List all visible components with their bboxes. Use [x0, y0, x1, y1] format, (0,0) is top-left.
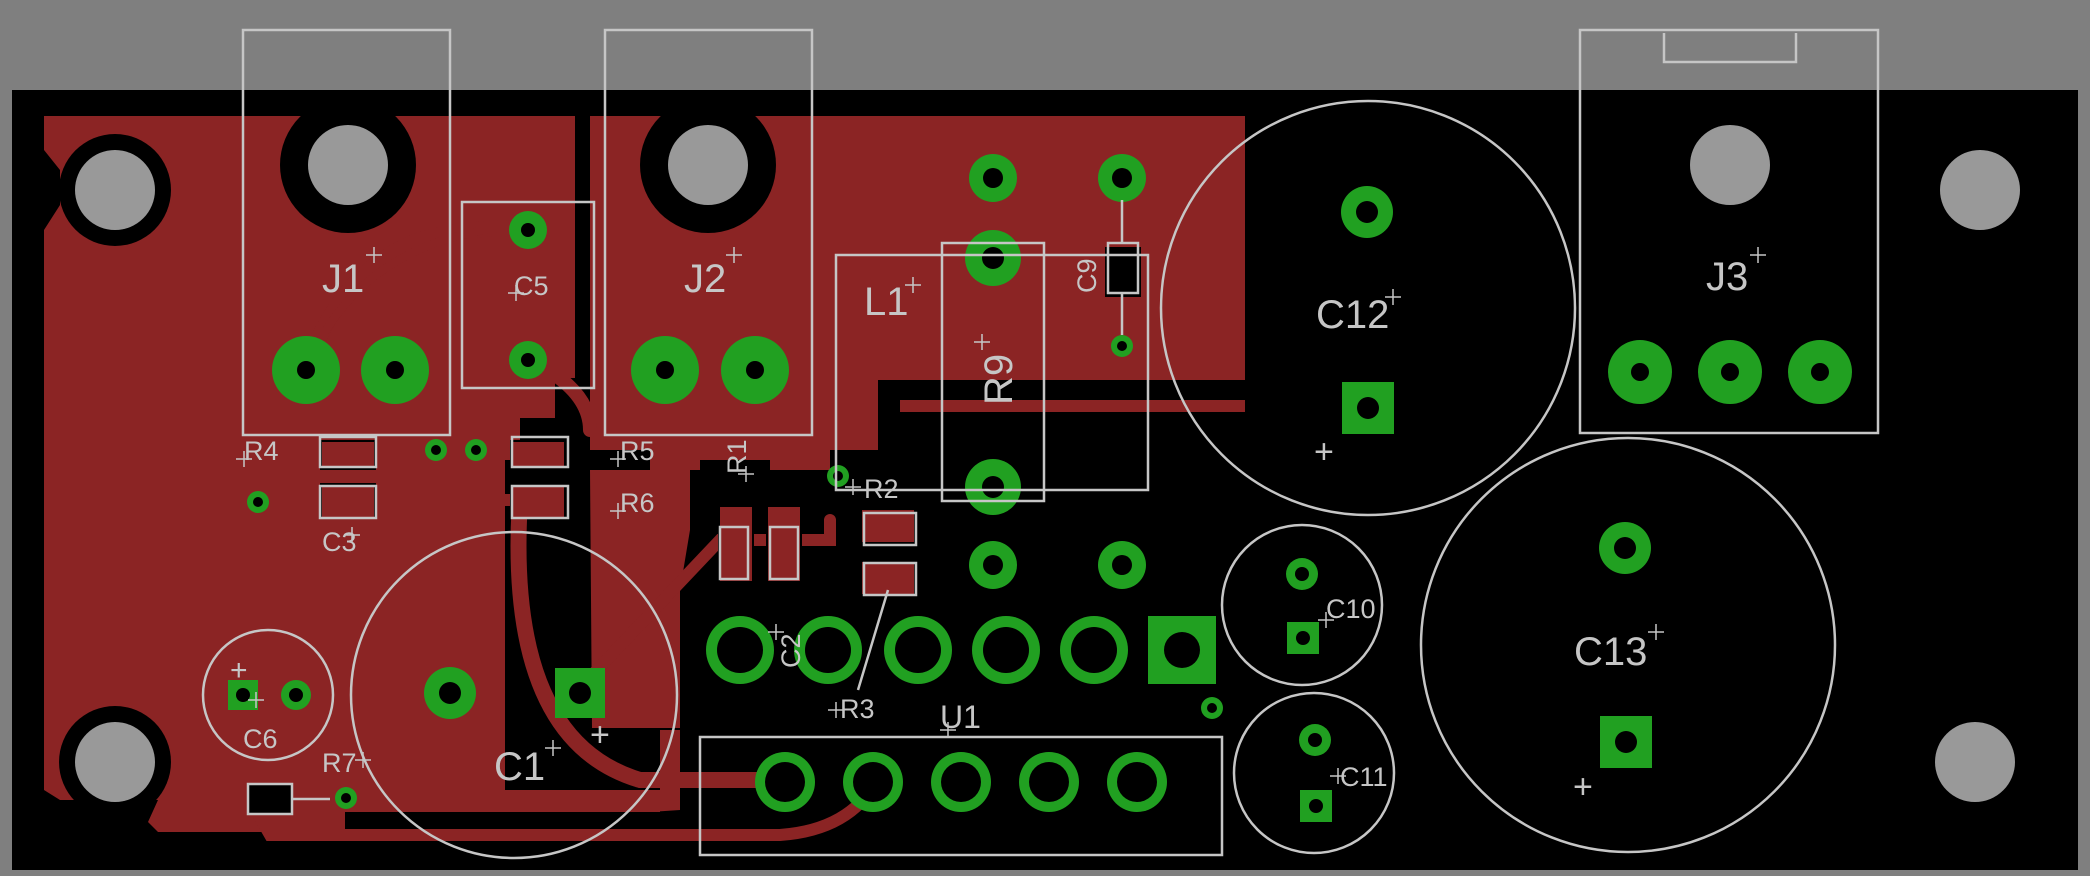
j2-mount-hole [668, 125, 748, 205]
label-r4: R4 [244, 436, 279, 466]
label-r9: R9 [977, 354, 1021, 405]
label-c2: C2 [776, 633, 806, 668]
mounting-hole-bl [75, 722, 155, 802]
label-r1: R1 [722, 439, 752, 474]
polarity-c6: + [230, 654, 248, 687]
label-u1: U1 [940, 699, 981, 735]
label-l1: L1 [864, 280, 909, 324]
component-labels: J1 J2 J3 C5 L1 C12 C13 C1 C3 R4 R5 R6 R2… [243, 255, 1748, 792]
label-c11: C11 [1340, 762, 1388, 792]
j1-mount-hole [308, 125, 388, 205]
label-r7: R7 [322, 748, 357, 778]
polarity-c12: + [1314, 433, 1334, 471]
j3-mount-hole [1690, 125, 1770, 205]
polarity-marks: + + + + [230, 433, 1593, 806]
mounting-hole-tl [75, 150, 155, 230]
label-c5: C5 [514, 271, 549, 301]
polarity-c1: + [590, 716, 610, 754]
label-c9: C9 [1072, 258, 1102, 293]
copper-pours [44, 116, 1245, 832]
label-r3: R3 [840, 694, 875, 724]
origin-marks [236, 247, 1766, 784]
label-c13: C13 [1574, 630, 1647, 674]
smd-pads [248, 247, 1141, 814]
pads [228, 154, 1852, 822]
polarity-c13: + [1573, 768, 1593, 806]
label-c6: C6 [243, 724, 278, 754]
label-r6: R6 [620, 488, 655, 518]
label-c10: C10 [1326, 594, 1376, 624]
label-c12: C12 [1316, 293, 1389, 337]
label-r2: R2 [864, 474, 899, 504]
label-r5: R5 [620, 436, 655, 466]
label-j1: J1 [322, 257, 364, 301]
mounting-hole-br [1935, 722, 2015, 802]
label-j3: J3 [1706, 255, 1748, 299]
silkscreen [201, 28, 1880, 860]
mounting-holes [59, 97, 2020, 818]
label-j2: J2 [684, 257, 726, 301]
mounting-hole-tr [1940, 150, 2020, 230]
label-c1: C1 [494, 745, 545, 789]
label-c3: C3 [322, 527, 357, 557]
